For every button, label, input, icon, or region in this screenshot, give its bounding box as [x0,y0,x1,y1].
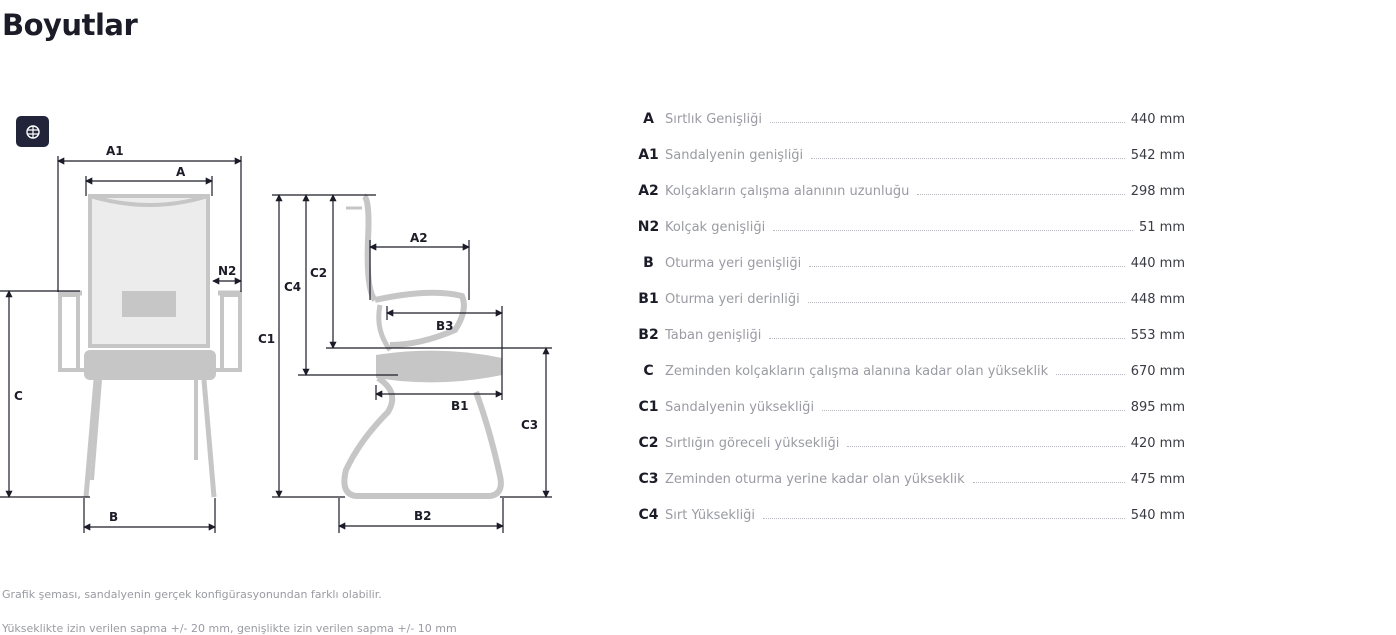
dim-label: Sandalyenin genişliği [665,148,804,163]
dim-code: A2 [638,183,659,199]
page-title: Boyutlar [2,8,138,42]
chair-dimension-diagram: A1 A N2 C B C1 C4 C2 A2 B3 B1 C3 B2 [0,142,552,533]
dim-label: Sırt Yüksekliği [665,508,756,523]
dotted-leader [807,302,1125,303]
list-item-c3: C3 Zeminden oturma yerine kadar olan yük… [632,453,1185,489]
label-n2: N2 [218,264,236,278]
label-b: B [109,510,118,524]
dim-value: 440 mm [1130,256,1185,271]
dim-value: 475 mm [1130,472,1185,487]
dim-code: B2 [638,327,659,343]
list-item-a1: A1 Sandalyenin genişliği 542 mm [632,129,1185,165]
dim-value: 51 mm [1138,220,1185,235]
list-item-c4: C4 Sırt Yüksekliği 540 mm [632,489,1185,525]
front-view-chair [58,194,242,498]
dim-value: 298 mm [1130,184,1185,199]
dotted-leader [763,518,1125,519]
dim-value: 553 mm [1130,328,1185,343]
label-b3: B3 [436,319,454,333]
dim-code: C3 [638,471,659,487]
label-c2: C2 [310,266,327,280]
dimension-labels: A1 A N2 C B C1 C4 C2 A2 B3 B1 C3 B2 [14,142,542,524]
list-item-b2: B2 Taban genişliği 553 mm [632,309,1185,345]
dotted-leader [773,230,1133,231]
label-b2: B2 [414,509,432,523]
label-c: C [14,389,23,403]
label-b1: B1 [451,399,469,413]
dim-value: 895 mm [1130,400,1185,415]
dim-label: Sırtlık Genişliği [665,112,762,127]
label-a: A [176,165,186,179]
dim-code: A [643,111,654,127]
dim-label: Zeminden kolçakların çalışma alanına kad… [665,364,1049,379]
dimension-list: A Sırtlık Genişliği 440 mm A1 Sandalyeni… [632,93,1185,525]
dim-code: A1 [638,147,659,163]
dim-code: C1 [638,399,659,415]
dotted-leader [917,194,1125,195]
dotted-leader [822,410,1125,411]
dim-value: 420 mm [1130,436,1185,451]
dim-label: Kolçak genişliği [665,220,766,235]
list-item-c1: C1 Sandalyenin yüksekliği 895 mm [632,381,1185,417]
brain-icon [25,124,40,139]
dim-label: Kolçakların çalışma alanının uzunluğu [665,184,910,199]
dotted-leader [811,158,1125,159]
dim-label: Sırtlığın göreceli yüksekliği [665,436,840,451]
dotted-leader [769,122,1125,123]
dim-value: 670 mm [1130,364,1185,379]
list-item-a2: A2 Kolçakların çalışma alanının uzunluğu… [632,165,1185,201]
dim-code: N2 [637,219,660,235]
label-c1: C1 [258,332,275,346]
dim-code: C4 [638,507,659,523]
list-item-c: C Zeminden kolçakların çalışma alanına k… [632,345,1185,381]
dim-label: Oturma yeri derinliği [665,292,800,307]
dotted-leader [1056,374,1125,375]
label-a2: A2 [410,231,428,245]
dim-code: B1 [638,291,659,307]
dimension-lines [0,156,552,533]
dim-code: C [643,363,654,379]
list-item-b: B Oturma yeri genişliği 440 mm [632,237,1185,273]
list-item-c2: C2 Sırtlığın göreceli yüksekliği 420 mm [632,417,1185,453]
label-c3: C3 [521,418,538,432]
label-a1: A1 [106,144,124,158]
dim-label: Sandalyenin yüksekliği [665,400,815,415]
dim-label: Oturma yeri genişliği [665,256,802,271]
label-c4: C4 [284,280,301,294]
disclaimer-note: Grafik şeması, sandalyenin gerçek konfig… [2,588,382,601]
tolerance-note: Yükseklikte izin verilen sapma +/- 20 mm… [2,622,457,635]
dim-label: Taban genişliği [665,328,762,343]
dotted-leader [809,266,1125,267]
dim-value: 448 mm [1130,292,1185,307]
brain-badge[interactable] [16,116,49,147]
list-item-n2: N2 Kolçak genişliği 51 mm [632,201,1185,237]
dotted-leader [972,482,1125,483]
dim-value: 540 mm [1130,508,1185,523]
dim-value: 542 mm [1130,148,1185,163]
dotted-leader [769,338,1125,339]
dotted-leader [847,446,1125,447]
list-item-b1: B1 Oturma yeri derinliği 448 mm [632,273,1185,309]
dim-label: Zeminden oturma yerine kadar olan yüksek… [665,472,965,487]
dim-value: 440 mm [1130,112,1185,127]
dim-code: C2 [638,435,659,451]
dim-code: B [643,255,654,271]
list-item-a: A Sırtlık Genişliği 440 mm [632,93,1185,129]
